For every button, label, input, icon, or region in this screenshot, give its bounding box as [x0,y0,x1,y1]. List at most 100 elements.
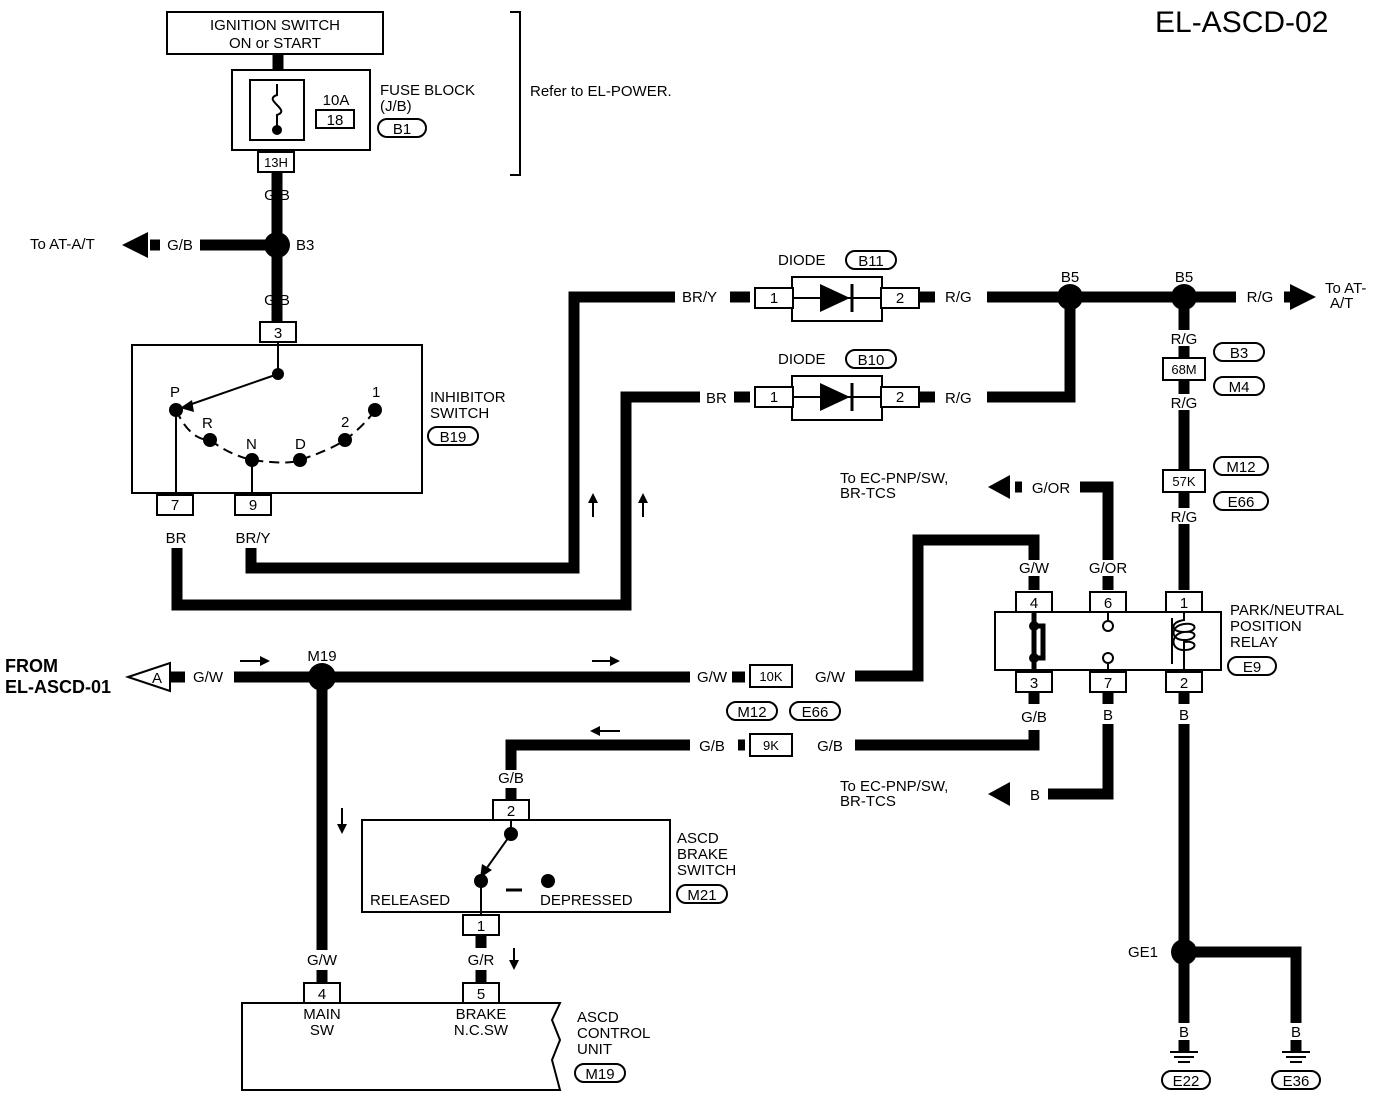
inhibitor-pos-2 [338,433,352,447]
relay-pin1: 1 [1180,595,1188,612]
page-title: EL-ASCD-02 [1155,6,1328,39]
inhibitor-pos-1 [368,403,382,417]
fuse-number: 18 [327,112,344,129]
brake-depressed-label: DEPRESSED [540,892,633,909]
ground-e36-label: E36 [1283,1073,1310,1090]
to-ec-1-line2: BR-TCS [840,485,896,502]
wire-label-rg-1: R/G [945,289,972,306]
relay-pin3: 3 [1030,675,1038,692]
joint-9k-conn-left: M12 [737,704,766,721]
inhibitor-pos-d [293,453,307,467]
joint-9k-badge-left [726,701,778,721]
wire-label-gb-1: G/B [264,187,290,204]
wire-label-bry-2: BR/Y [682,289,717,306]
wire-label-bry-1: BR/Y [235,530,270,547]
relay-connector-label: E9 [1243,659,1261,676]
relay-contact-node-b [1029,653,1039,663]
relay-label-1: PARK/NEUTRAL [1230,602,1344,619]
flow-arrow-3-head [590,726,600,736]
brake-label-1: ASCD [677,830,719,847]
wire-bry [245,291,675,574]
wire-label-br-1: BR [166,530,187,547]
arrow-to-at [122,232,148,258]
relay-contact-node-a [1029,621,1039,631]
fuse-block-jb: (J/B) [380,98,412,115]
ground-e22-badge [1161,1070,1211,1090]
fuse-amps: 10A [323,92,350,109]
cu-connector-badge [574,1063,626,1083]
cu-pin5-label-2: N.C.SW [454,1022,509,1039]
diode-b10-label: DIODE [778,351,826,368]
joint-9k-label: 9K [763,738,779,753]
fuse-block-label: FUSE BLOCK [380,82,475,99]
inhibitor-label-switch: SWITCH [430,405,489,422]
diode-b10-symbol [820,383,850,411]
wire-label-rg-2: R/G [945,390,972,407]
wire-label-gb-brake: G/B [498,770,524,787]
inhibitor-connector-9 [234,494,272,516]
node-b5-a-label: B5 [1061,269,1079,286]
diode-b11-pin2: 2 [896,290,904,307]
joint-10k-label: 10K [759,669,782,684]
wire-b-ec [1048,692,1114,800]
fuse-connector-label: B1 [393,121,411,138]
joint-57k-badge-bot [1213,491,1269,511]
arrow-br-head [638,493,648,503]
diode-b10-pin1: 1 [770,389,778,406]
joint-68m-conn-bot: M4 [1229,379,1250,396]
brake-connector-label: M21 [687,887,716,904]
wire-label-gor-2: G/OR [1089,560,1128,577]
relay-open-contact-b [1102,652,1114,664]
diode-b10-pin2: 2 [896,389,904,406]
node-b5-a [1057,284,1083,310]
wire-label-gw-10k-in: G/W [697,669,728,686]
wire-label-b-relay7: B [1103,707,1113,724]
ignition-switch-box [166,11,384,55]
fuse-terminal-label: 13H [264,155,288,170]
inhibitor-label-d: D [295,436,306,453]
ground-symbol-e22 [1170,1051,1198,1063]
joint-57k-conn-bot: E66 [1228,494,1255,511]
to-at2-line2: A/T [1330,295,1353,312]
node-b5-b-label: B5 [1175,269,1193,286]
arrow-to-ec-1 [988,475,1010,499]
joint-10k-box [749,664,793,688]
fuse-node [272,125,282,135]
wire-label-rg-6: R/G [1171,509,1198,526]
wire-br [171,391,700,611]
to-at-label: To AT-A/T [30,236,95,253]
wire-label-b-e22: B [1179,1024,1189,1041]
wire-label-gw-from: G/W [193,669,224,686]
wire-label-gor-1: G/OR [1032,480,1071,497]
diode-b11-symbol [820,284,850,312]
inhibitor-lever [185,373,279,407]
inhibitor-label-p: P [170,384,180,401]
wire-label-b-e36: B [1291,1024,1301,1041]
flow-arrow-5-head [509,960,519,970]
wire-label-rg-4: R/G [1171,331,1198,348]
control-unit-box [241,1002,562,1091]
joint-57k-badge-top [1213,456,1269,476]
joint-9k-conn-right: E66 [802,704,829,721]
relay-connector-badge [1227,656,1277,676]
diode-b11-connector: B11 [858,253,884,270]
brake-contact-depressed [541,874,555,888]
relay-pin4: 4 [1030,595,1038,612]
cu-pin4: 4 [318,986,326,1003]
wire-label-rg-3: R/G [1247,289,1274,306]
fuse-symbol [271,84,283,132]
wire-ge1-branch [1184,946,1302,1035]
ignition-switch-line1: IGNITION SWITCH [210,17,340,34]
cu-pin4-label-1: MAIN [303,1006,341,1023]
arrow-to-ec-2 [988,782,1010,806]
wire-label-gw-10k-out: G/W [815,669,846,686]
from-connector-ref: A [152,670,162,687]
diode-b10-connector: B10 [858,352,885,369]
to-at2-line1: To AT- [1325,280,1366,297]
wire-label-rg-5: R/G [1171,395,1198,412]
cu-connector-label: M19 [585,1066,614,1083]
flow-arrow-4-head [337,824,347,834]
refer-note: Refer to EL-POWER. [530,83,672,100]
inhibitor-pin-3: 3 [274,325,282,342]
diode-b11-label: DIODE [778,252,826,269]
